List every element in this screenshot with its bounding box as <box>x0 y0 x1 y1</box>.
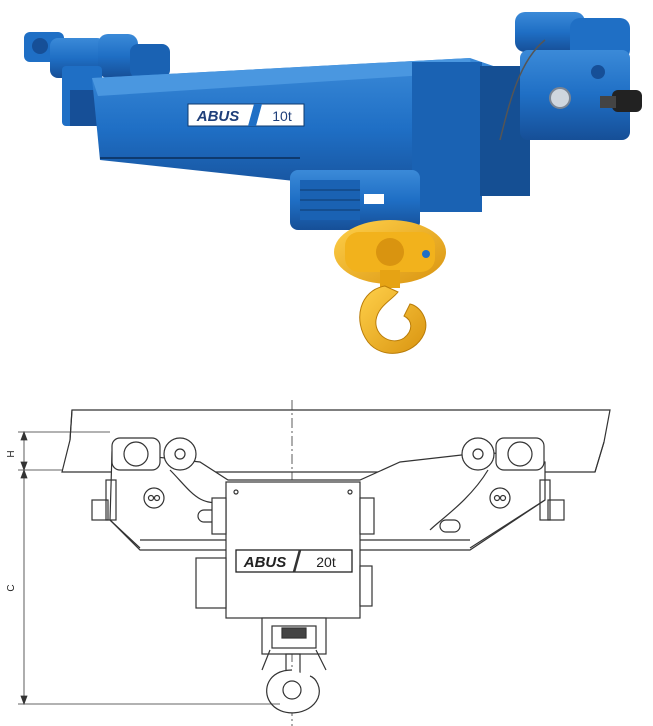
control-cable <box>499 39 546 141</box>
drawing-brand-text: ABUS <box>243 554 287 571</box>
hoist-drawing: ABUS 20t H C <box>6 400 611 726</box>
hoist-photo: ABUS 10t <box>24 12 642 354</box>
drawing-right-wheel <box>429 437 565 533</box>
photo-brand-text: ABUS <box>196 108 240 125</box>
photo-capacity-text: 10t <box>272 108 292 124</box>
drawing-brand-plate: ABUS 20t <box>235 549 353 573</box>
dimension-lines <box>18 430 280 706</box>
girder-body <box>92 58 530 212</box>
drawing-left-wheel <box>91 437 229 523</box>
right-trolley <box>515 12 642 140</box>
hook-block <box>334 220 446 354</box>
dim-c-label: C <box>6 584 17 591</box>
dim-h-label: H <box>6 450 17 457</box>
hoist-motor <box>290 170 420 230</box>
drawing-capacity-text: 20t <box>316 554 336 570</box>
drawing-hook <box>261 617 327 714</box>
photo-brand-plate: ABUS 10t <box>187 103 305 127</box>
